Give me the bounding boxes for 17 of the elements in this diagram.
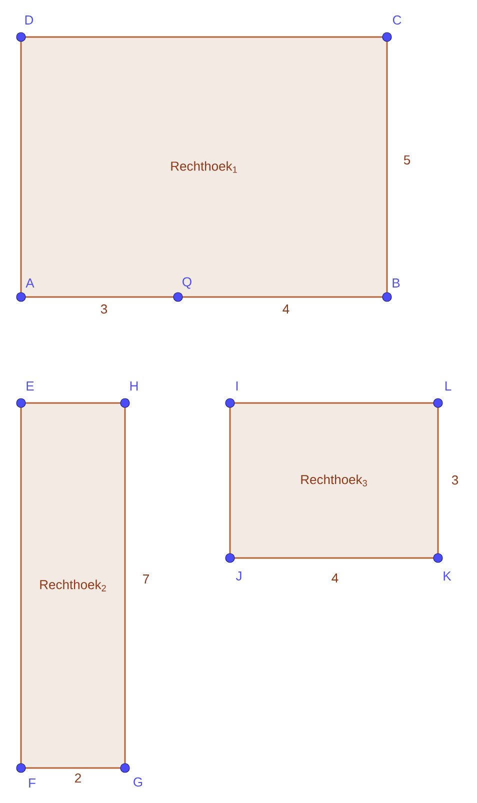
point-label: A: [26, 278, 34, 288]
point-label: C: [392, 15, 402, 25]
point-label: D: [25, 16, 34, 24]
point-label: E: [26, 382, 34, 390]
point-label: K: [444, 572, 452, 580]
point-label: I: [236, 382, 238, 390]
point-label: H: [130, 382, 138, 390]
length-label: 5: [404, 155, 410, 165]
point-label: Q: [182, 277, 192, 289]
point-label: G: [134, 777, 142, 787]
rectangle: Rechthoek$_{3}$: [229, 402, 439, 559]
rectangle: Rechthoek$_{2}$: [20, 402, 126, 769]
point-label: L: [445, 382, 452, 390]
point-label: J: [236, 571, 242, 581]
length-label: 4: [332, 574, 338, 582]
length-label: 3: [452, 475, 458, 485]
length-label: 7: [143, 574, 149, 584]
